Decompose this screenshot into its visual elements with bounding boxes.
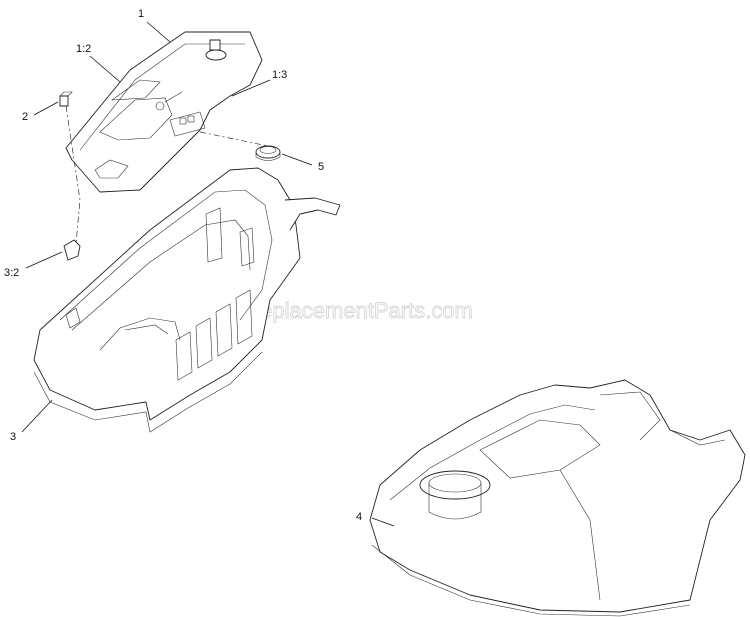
callout-3: 3	[10, 431, 16, 443]
callout-1-3: 1:3	[272, 69, 287, 81]
leader-4	[371, 517, 395, 527]
leader-3-2	[25, 251, 63, 269]
part-3-2-clip	[63, 239, 81, 261]
assembly-line-1	[199, 131, 269, 147]
part-4-cover	[369, 379, 746, 617]
leader-1-3	[231, 79, 271, 97]
leader-1-2	[89, 55, 121, 83]
assembly-line-2	[65, 105, 81, 245]
callout-4: 4	[356, 511, 362, 523]
callout-3-2: 3:2	[4, 267, 19, 279]
part-3-lower-housing	[33, 167, 341, 433]
part-1-control-panel	[65, 31, 263, 193]
callout-1-2: 1:2	[76, 43, 91, 55]
part-5-grommet	[255, 145, 281, 161]
callout-2: 2	[22, 111, 28, 123]
callout-1: 1	[138, 8, 144, 20]
part-2-fastener	[59, 91, 73, 107]
leader-1	[146, 21, 171, 43]
leader-3	[21, 399, 53, 433]
callout-5: 5	[318, 161, 324, 173]
watermark-text: eReplacementParts.com	[232, 298, 473, 323]
leader-5	[281, 153, 313, 166]
leader-2	[33, 101, 59, 116]
